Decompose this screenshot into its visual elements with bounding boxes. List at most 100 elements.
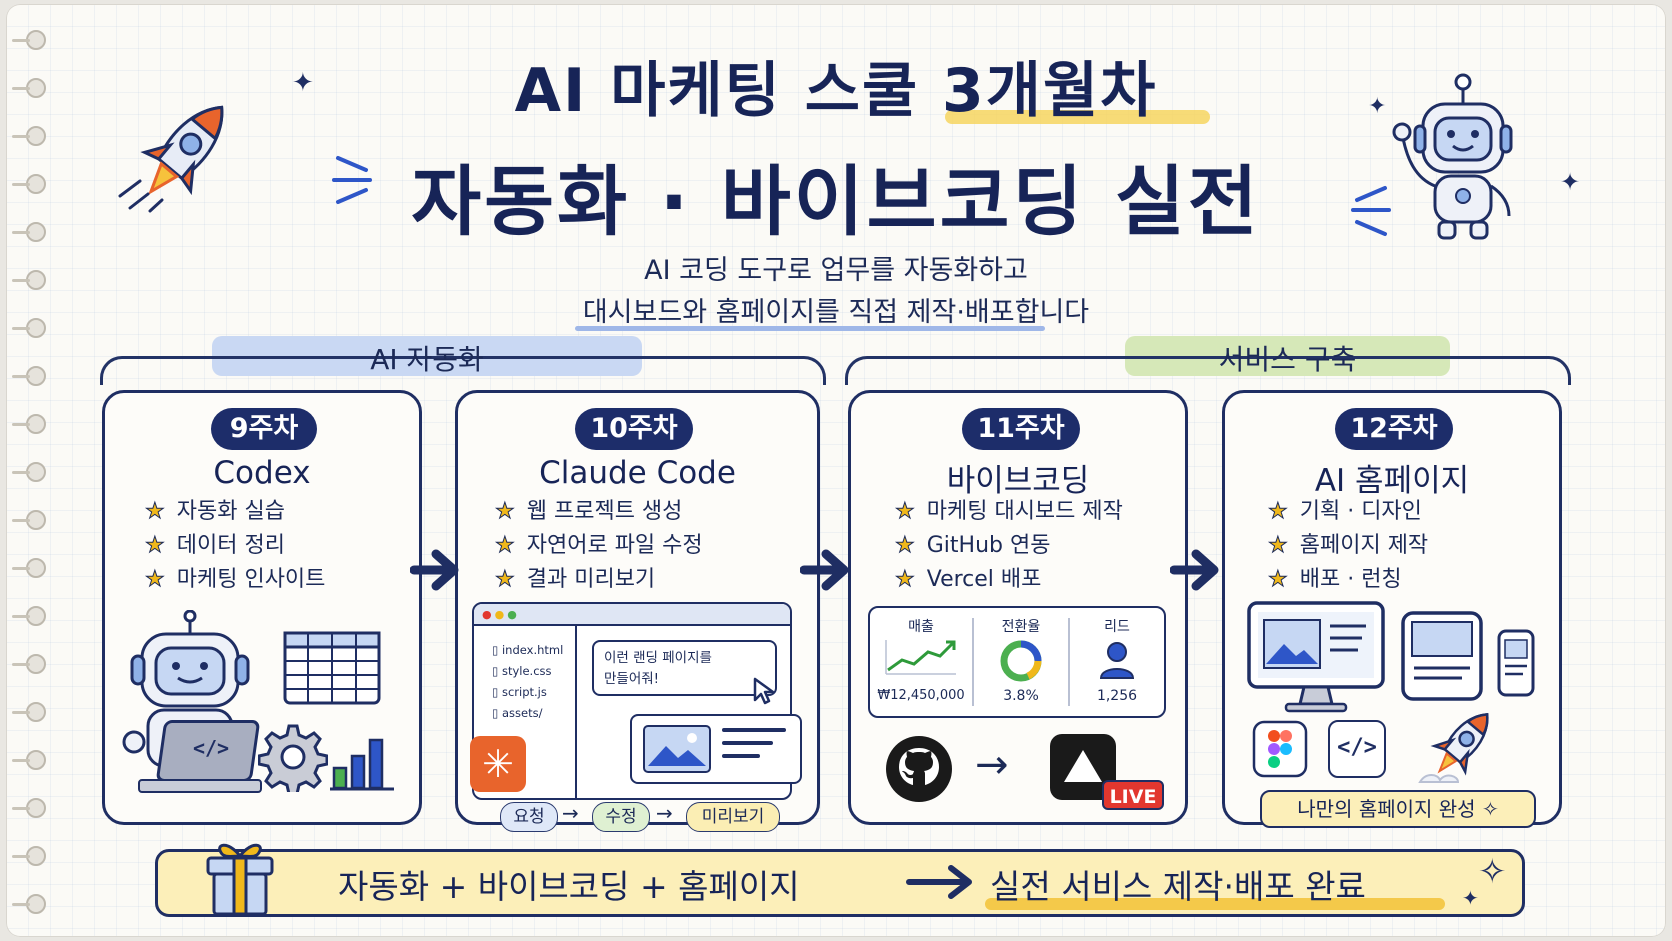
list-item: ★홈페이지 제작	[1268, 533, 1429, 559]
text-lines	[722, 728, 786, 758]
list-item: ★결과 미리보기	[495, 567, 656, 593]
file-item[interactable]: ▯ style.css	[492, 664, 552, 678]
star-icon: ★	[145, 499, 166, 525]
list-item: ★Vercel 배포	[895, 567, 1042, 593]
metric-value-sales: ₩12,450,000	[877, 688, 965, 703]
live-badge: LIVE	[1102, 780, 1164, 810]
cursor-icon	[753, 677, 775, 705]
sparkle-icon: ✦	[1560, 168, 1581, 196]
summary-right: 실전 서비스 제작·배포 완료	[990, 867, 1366, 906]
metric-value-conversion: 3.8%	[1003, 688, 1039, 704]
sparkle-icon: ✦	[1368, 94, 1387, 119]
list-item: ★데이터 정리	[145, 533, 285, 559]
completion-badge: 나만의 홈페이지 완성 ✧	[1260, 790, 1536, 828]
page-headline: 자동화 · 바이브코딩 실전	[411, 157, 1261, 246]
sparkle-icon: ✦	[1462, 886, 1479, 910]
subtitle-underline	[575, 326, 1045, 331]
robot-icon	[1392, 73, 1513, 240]
flow-pill-request: 요청	[500, 802, 558, 832]
metric-value-leads: 1,256	[1096, 688, 1138, 704]
subtitle-line-2: 대시보드와 홈페이지를 직접 제작·배포합니다	[582, 297, 1090, 328]
code-glyph: </>	[192, 736, 230, 760]
spreadsheet-icon	[283, 631, 381, 705]
donut-chart-icon	[1000, 640, 1042, 682]
image-placeholder-icon	[643, 725, 711, 773]
group-label-ai-automation: AI 자동화	[370, 343, 484, 376]
file-item[interactable]: ▯ script.js	[492, 685, 547, 699]
week-title-9: Codex	[213, 455, 311, 491]
arrow-icon: →	[562, 801, 579, 825]
list-item: ★자연어로 파일 수정	[495, 533, 703, 559]
metric-label-leads: 리드	[1104, 619, 1130, 635]
star-icon: ★	[895, 567, 916, 593]
dash-marks-right	[1351, 186, 1391, 236]
editor-titlebar	[474, 604, 790, 626]
star-icon: ★	[1268, 533, 1289, 559]
file-item[interactable]: ▯ assets/	[492, 706, 543, 720]
star-icon: ★	[1268, 567, 1289, 593]
week-badge-11: 11주차	[962, 408, 1080, 450]
list-item: ★배포 · 런칭	[1268, 567, 1402, 593]
arrow-right-icon	[410, 549, 459, 591]
star-icon: ★	[895, 533, 916, 559]
code-icon: </>	[1328, 720, 1386, 778]
rocket-icon	[118, 105, 224, 213]
dash-marks-left	[332, 156, 372, 204]
star-icon: ★	[145, 533, 166, 559]
summary-highlight	[985, 898, 1445, 910]
prompt-bubble: 이런 랜딩 페이지를 만들어줘!	[592, 640, 777, 696]
line-chart-icon	[885, 640, 956, 675]
window-dots: ●●●	[482, 608, 520, 621]
long-arrow-icon	[906, 865, 972, 899]
group-label-service-build: 서비스 구축	[1218, 343, 1357, 376]
flow-pill-preview: 미리보기	[686, 802, 780, 832]
phone-icon	[1497, 629, 1535, 697]
arrow-right-icon	[1170, 549, 1219, 591]
sparkle-icon: ✧	[1481, 797, 1499, 821]
dashboard-divider	[972, 618, 974, 706]
week-10-bullets: ★웹 프로젝트 생성 ★자연어로 파일 수정 ★결과 미리보기	[495, 495, 703, 597]
week-title-11: 바이브코딩	[946, 463, 1090, 499]
list-item: ★웹 프로젝트 생성	[495, 499, 683, 525]
vercel-logo-icon	[1050, 734, 1116, 800]
summary-left: 자동화 + 바이브코딩 + 홈페이지	[338, 867, 800, 906]
star-icon: ★	[495, 533, 516, 559]
week-11-bullets: ★마케팅 대시보드 제작 ★GitHub 연동 ★Vercel 배포	[895, 495, 1123, 597]
gift-icon	[206, 843, 274, 916]
group-bracket-left	[100, 356, 826, 385]
sparkle-icon: ✦	[292, 68, 314, 98]
week-12-bullets: ★기획 · 디자인 ★홈페이지 제작 ★배포 · 런칭	[1268, 495, 1429, 597]
claude-logo-icon: ✳	[470, 736, 526, 792]
file-item[interactable]: ▯ index.html	[492, 643, 564, 657]
flow-pill-edit: 수정	[592, 802, 650, 832]
laptop-base	[138, 779, 262, 793]
title-highlight	[945, 110, 1210, 124]
bar-chart-icon	[330, 738, 394, 791]
rocket-icon	[1418, 713, 1489, 783]
list-item: ★기획 · 디자인	[1268, 499, 1422, 525]
week-9-bullets: ★자동화 실습 ★데이터 정리 ★마케팅 인사이트	[145, 495, 326, 597]
list-item: ★GitHub 연동	[895, 533, 1051, 559]
group-bracket-right	[845, 356, 1571, 385]
github-icon	[886, 736, 952, 802]
page-title: AI 마케팅 스쿨 3개월차	[514, 56, 1158, 126]
dashboard-divider	[1068, 618, 1070, 706]
week-badge-9: 9주차	[211, 408, 317, 450]
metric-label-conversion: 전환율	[1001, 619, 1041, 635]
star-icon: ★	[495, 567, 516, 593]
subtitle-line-1: AI 코딩 도구로 업무를 자동화하고	[644, 255, 1028, 286]
desktop-monitor-icon	[1247, 601, 1385, 713]
star-icon: ★	[495, 499, 516, 525]
week-badge-10: 10주차	[575, 408, 693, 450]
metric-label-sales: 매출	[908, 619, 934, 635]
week-badge-12: 12주차	[1335, 408, 1453, 450]
arrow-right-icon	[800, 549, 849, 591]
arrow-icon: →	[656, 801, 673, 825]
week-title-12: AI 홈페이지	[1314, 463, 1470, 499]
list-item: ★자동화 실습	[145, 499, 285, 525]
list-item: ★마케팅 대시보드 제작	[895, 499, 1123, 525]
arrow-icon: →	[975, 742, 1009, 788]
star-icon: ★	[895, 499, 916, 525]
list-item: ★마케팅 인사이트	[145, 567, 326, 593]
sparkle-icon: ✧	[1478, 852, 1507, 892]
